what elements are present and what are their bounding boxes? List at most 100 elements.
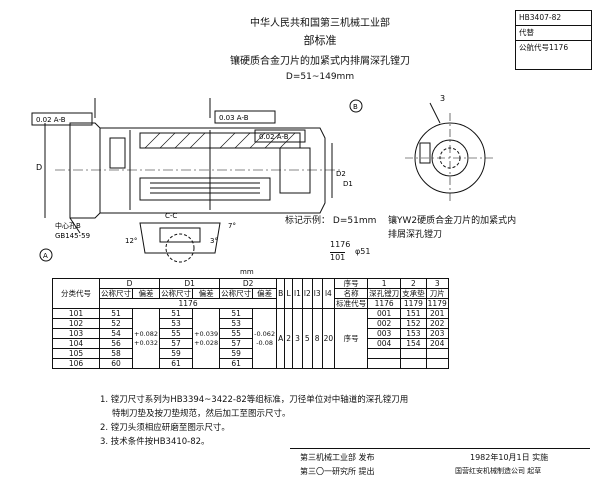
footer-date: 1982年10月1日 实施: [470, 453, 549, 462]
table-cell: 004: [367, 338, 402, 349]
table-cell: [400, 348, 427, 359]
std-code: HB3407-82: [516, 11, 591, 26]
th-part3: 刀片: [425, 288, 449, 299]
l2-val: 5: [301, 308, 313, 369]
org-name: 中华人民共和国第三机械工业部: [250, 18, 390, 29]
dev-D2: -0.062 -0.08: [252, 308, 278, 369]
pc1-0: 1176: [367, 298, 402, 309]
th-l1: l1: [292, 278, 303, 309]
table-cell: 153: [400, 328, 427, 339]
table-cell: [400, 358, 427, 369]
standard-box: HB3407-82 代替 公航代号1176: [515, 10, 592, 70]
marking-code-size: φ51: [355, 247, 371, 256]
table-cell: 57: [219, 338, 254, 349]
table-cell: 152: [400, 318, 427, 329]
angle-12: 12°: [125, 237, 137, 245]
table-cell: 103: [52, 328, 100, 339]
table-cell: [425, 348, 449, 359]
footer-drafter: 第三〇一研究所 提出: [300, 467, 375, 476]
tol-frame-2: 0.03 A-B: [219, 114, 249, 122]
seq-word: 序号: [334, 308, 369, 369]
table-cell: 58: [99, 348, 133, 359]
table-cell: 51: [219, 308, 254, 319]
table-cell: 59: [159, 348, 194, 359]
th-l2: l2: [301, 278, 313, 309]
footer-issuer: 第三机械工业部 发布: [300, 453, 375, 462]
pc3-0: 1179: [425, 298, 449, 309]
note-1: 1. 镗刀尺寸系列为HB3394~3422-82等组标准，刀径单位对中轴道的深孔…: [100, 395, 409, 405]
marking-desc-1: 镶YW2硬质合金刀片的加紧式内: [388, 216, 517, 226]
table-cell: [367, 348, 402, 359]
page-title: 镶硬质合金刀片的加紧式内排屑深孔镗刀: [230, 56, 410, 67]
table-cell: 104: [52, 338, 100, 349]
th-b: B: [276, 278, 286, 309]
table-cell: 102: [52, 318, 100, 329]
th-part2: 支承垫: [400, 288, 427, 299]
table-cell: 51: [99, 308, 133, 319]
size-range: D=51~149mm: [285, 72, 355, 82]
table-cell: 55: [159, 328, 194, 339]
b-val: A: [276, 308, 286, 369]
table-cell: 105: [52, 348, 100, 359]
unit-label: mm: [240, 268, 254, 276]
table-cell: 202: [425, 318, 449, 329]
table-cell: 54: [99, 328, 133, 339]
table-cell: 61: [219, 358, 254, 369]
footer-dept: 国营红安机械制造公司 起草: [455, 467, 542, 475]
part-num-3: 3: [440, 94, 445, 103]
table-cell: 203: [425, 328, 449, 339]
table-cell: 154: [400, 338, 427, 349]
dim-D1: D1: [343, 180, 353, 188]
th-std: 标准代号: [334, 298, 369, 309]
table-cell: 51: [159, 308, 194, 319]
center-hole-std: GB145-59: [55, 232, 90, 240]
marking-label: 标记示例： D=51mm: [285, 216, 377, 226]
table-cell: 151: [400, 308, 427, 319]
spec-table: 分类代号 D D1 D2 B L l1 l2 l3 l4 序号 1 2 3 公称…: [52, 278, 449, 369]
dev-D1: +0.039 +0.028: [192, 308, 221, 369]
std-type: 部标准: [303, 34, 337, 47]
l3-val: 8: [311, 308, 323, 369]
th-p2: 2: [400, 278, 427, 289]
table-cell: 003: [367, 328, 402, 339]
note-3: 3. 技术条件按HB3410-82。: [100, 437, 210, 447]
th-part1: 深孔镗刀: [367, 288, 402, 299]
table-cell: 60: [99, 358, 133, 369]
th-class: 分类代号: [52, 278, 100, 309]
th-limit-D2: 偏差: [252, 288, 278, 299]
footer-rule: [290, 448, 590, 449]
center-hole: 中心孔B: [55, 221, 81, 230]
table-cell: [367, 358, 402, 369]
th-D2: D2: [219, 278, 278, 289]
th-D: D: [98, 278, 161, 289]
th-limit-D: 偏差: [131, 288, 161, 299]
callout-B: B: [353, 103, 358, 111]
th-nominal-D: 公称尺寸: [99, 288, 133, 299]
dim-D2: D2: [336, 170, 346, 178]
section-label: C-C: [165, 212, 177, 220]
th-nominal-D2: 公称尺寸: [219, 288, 254, 299]
th-l4: l4: [321, 278, 336, 309]
tool-drawing: 0.02 A-B 0.03 A-B 0.02 A-B D D2 D1 B A 中…: [31, 94, 495, 263]
table-cell: 61: [159, 358, 194, 369]
l4-val: 20: [321, 308, 336, 369]
std-old-code: 公航代号1176: [519, 43, 569, 52]
l1-val: 3: [292, 308, 303, 369]
tol-frame-1: 0.02 A-B: [36, 116, 66, 124]
table-cell: [425, 358, 449, 369]
tol-frame-3: 0.02 A-B: [259, 133, 289, 141]
angle-3: 3°: [210, 237, 218, 245]
std-replace: 代替: [516, 26, 591, 41]
th-p1: 1: [367, 278, 402, 289]
th-L: L: [284, 278, 294, 309]
table-cell: 53: [159, 318, 194, 329]
table-cell: 106: [52, 358, 100, 369]
table-cell: 53: [219, 318, 254, 329]
th-D1: D1: [159, 278, 221, 289]
table-cell: 002: [367, 318, 402, 329]
marking-code-den: 101: [330, 252, 346, 262]
th-l3: l3: [311, 278, 323, 309]
table-cell: 55: [219, 328, 254, 339]
row-101: 101: [52, 308, 100, 319]
pc2-0: 1179: [400, 298, 427, 309]
